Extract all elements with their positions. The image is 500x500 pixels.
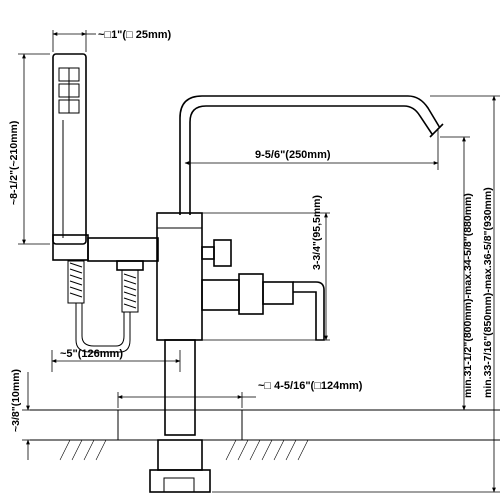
spout xyxy=(179,95,444,215)
mixer-lever xyxy=(201,273,325,341)
hoses xyxy=(67,260,144,353)
dim-handshower-diameter: ~□1"(□ 25mm) xyxy=(52,29,172,52)
dim-label-handshower-diameter: ~□1"(□ 25mm) xyxy=(98,29,172,41)
dim-overall-height: min.33-7/16"(850mm)-max.36-5/8"(930mm) xyxy=(212,95,500,493)
dim-label-base-thickness: ~3/8"(10mm) xyxy=(10,369,22,432)
dim-label-spout-height: min.31-1/2"(800mm)-max.34-5/8"(880mm) xyxy=(462,193,474,398)
side-connector xyxy=(201,239,232,267)
dim-body-height: 3-3/4"(95,5mm) xyxy=(202,195,330,341)
dim-hose-offset: ~5"(126mm) xyxy=(51,348,181,372)
dim-spout-reach: 9-5/6"(250mm) xyxy=(184,128,439,170)
dim-handshower-length: ~8-1/2"(~210mm) xyxy=(8,53,50,245)
floor-section xyxy=(30,409,500,461)
hand-shower xyxy=(52,53,87,245)
dim-label-spout-reach: 9-5/6"(250mm) xyxy=(255,149,331,161)
dim-label-base-size: ~□ 4-5/16"(□124mm) xyxy=(258,380,363,392)
dim-base-size: ~□ 4-5/16"(□124mm) xyxy=(117,380,363,408)
dim-label-handshower-length: ~8-1/2"(~210mm) xyxy=(8,121,20,205)
dim-spout-height: min.31-1/2"(800mm)-max.34-5/8"(880mm) xyxy=(440,136,474,411)
shower-holder-arm xyxy=(52,234,159,262)
dim-label-overall-height: min.33-7/16"(850mm)-max.36-5/8"(930mm) xyxy=(482,187,494,398)
dim-label-body-height: 3-3/4"(95,5mm) xyxy=(311,195,323,270)
dim-base-thickness: ~3/8"(10mm) xyxy=(10,369,36,460)
dim-label-hose-offset: ~5"(126mm) xyxy=(60,348,123,360)
